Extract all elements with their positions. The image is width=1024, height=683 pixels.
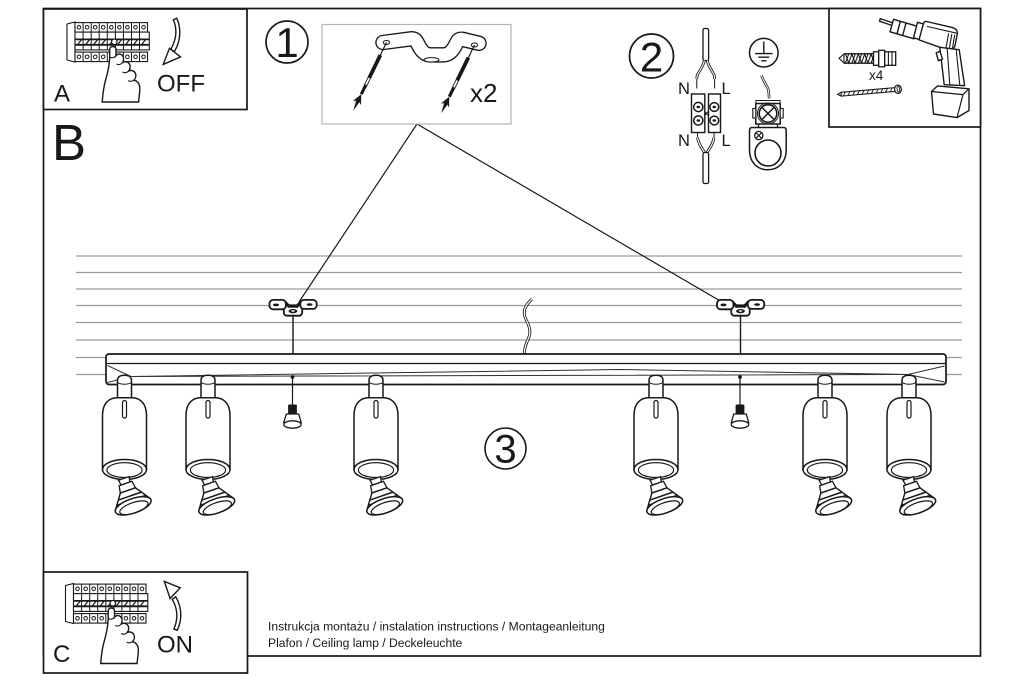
svg-text:x2: x2	[470, 78, 497, 108]
svg-text:N: N	[678, 132, 690, 150]
svg-text:N: N	[678, 80, 690, 98]
svg-text:L: L	[722, 132, 731, 150]
svg-text:3: 3	[494, 428, 516, 472]
svg-text:L: L	[722, 80, 731, 98]
svg-text:Instrukcja montażu / instalati: Instrukcja montażu / instalation instruc…	[268, 620, 605, 634]
svg-text:2: 2	[640, 34, 663, 81]
svg-text:1: 1	[275, 19, 298, 66]
svg-text:A: A	[54, 81, 70, 108]
svg-text:x4: x4	[869, 68, 884, 83]
svg-text:C: C	[53, 641, 70, 668]
svg-text:ON: ON	[157, 632, 193, 659]
svg-text:B: B	[52, 114, 86, 171]
svg-text:Plafon / Ceiling lamp / Deckel: Plafon / Ceiling lamp / Deckeleuchte	[268, 636, 463, 650]
svg-text:OFF: OFF	[157, 71, 205, 98]
